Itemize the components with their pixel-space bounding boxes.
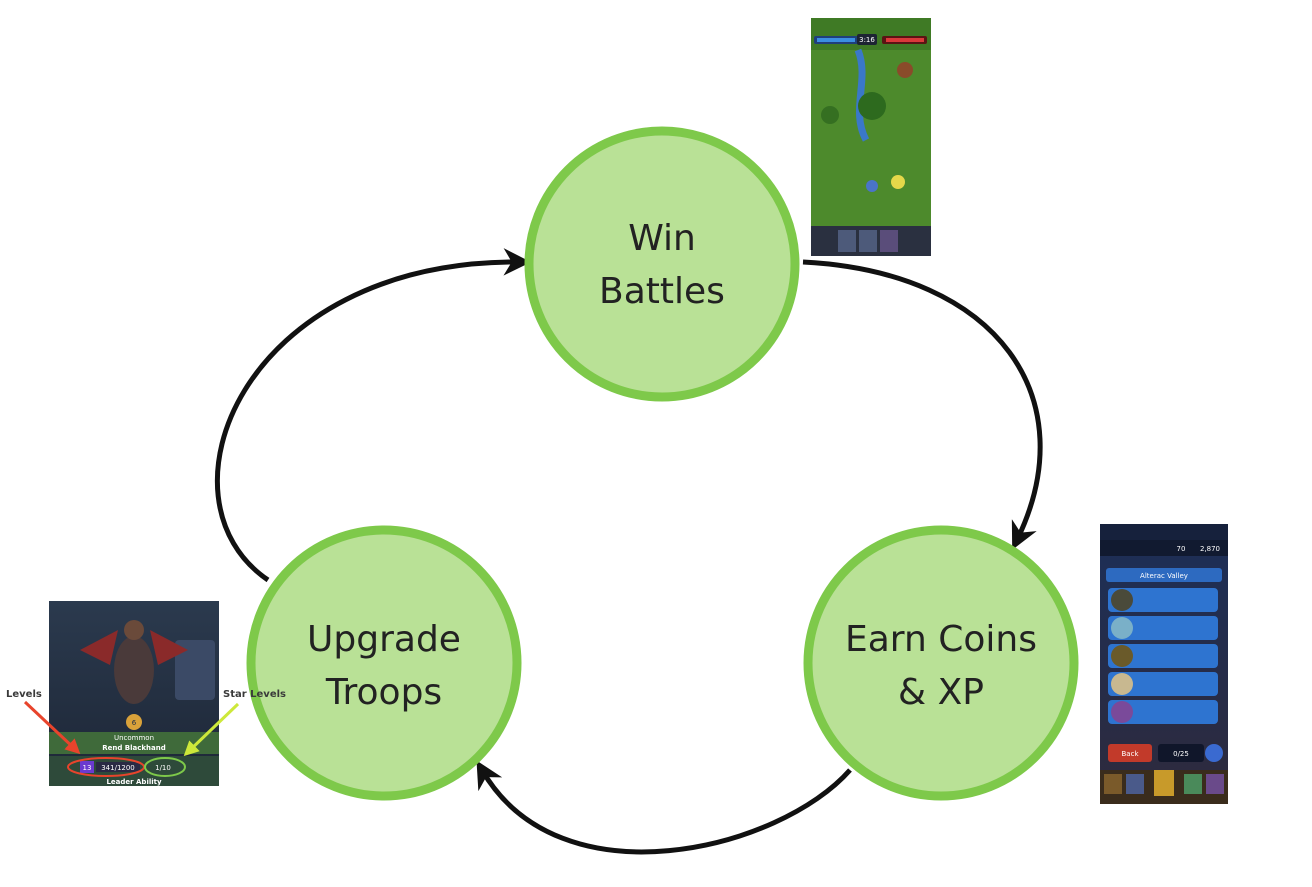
node-upgrade-line2: Troops xyxy=(325,672,442,713)
node-upgrade-troops: Upgrade Troops xyxy=(246,525,522,801)
troop-name: Rend Blackhand xyxy=(102,744,166,752)
troop-xp: 341/1200 xyxy=(101,764,135,772)
arrow-win-to-earn xyxy=(802,259,1043,550)
troop-rarity: Uncommon xyxy=(114,734,154,742)
troop-level: 13 xyxy=(83,764,92,772)
arrow-upgrade-to-win xyxy=(214,248,531,583)
map-title: Alterac Valley xyxy=(1140,572,1188,580)
map-screenshot: 70 2,870 Alterac Valley Back 0/25 xyxy=(1100,524,1228,804)
node-win-battles: Win Battles xyxy=(524,126,800,402)
node-earn-coins-xp: Earn Coins & XP xyxy=(803,525,1079,801)
troop-star-count: 6 xyxy=(132,719,137,727)
star-levels-highlight-ellipse xyxy=(144,757,186,777)
battle-screenshot: 3:16 xyxy=(811,18,931,256)
map-gems: 70 xyxy=(1177,545,1186,553)
levels-label: Levels xyxy=(6,689,42,700)
star-levels-pointer-arrow xyxy=(183,702,240,757)
star-levels-label: Star Levels xyxy=(223,689,286,700)
map-back-button: Back xyxy=(1122,750,1140,758)
node-upgrade-line1: Upgrade xyxy=(307,619,461,660)
troop-card-screenshot: 6 Uncommon Rend Blackhand 13 341/1200 1/… xyxy=(49,601,219,786)
node-win-line1: Win xyxy=(628,218,696,259)
node-win-line2: Battles xyxy=(599,271,725,312)
levels-pointer-arrow xyxy=(23,700,81,755)
battle-timer: 3:16 xyxy=(859,36,875,44)
map-coins: 2,870 xyxy=(1200,545,1220,553)
troop-ability: Leader Ability xyxy=(106,778,162,786)
troop-stars: 1/10 xyxy=(155,764,171,772)
map-progress: 0/25 xyxy=(1173,750,1189,758)
node-earn-line2: & XP xyxy=(898,672,984,713)
arrow-earn-to-upgrade xyxy=(476,760,852,855)
node-earn-line1: Earn Coins xyxy=(845,619,1037,660)
